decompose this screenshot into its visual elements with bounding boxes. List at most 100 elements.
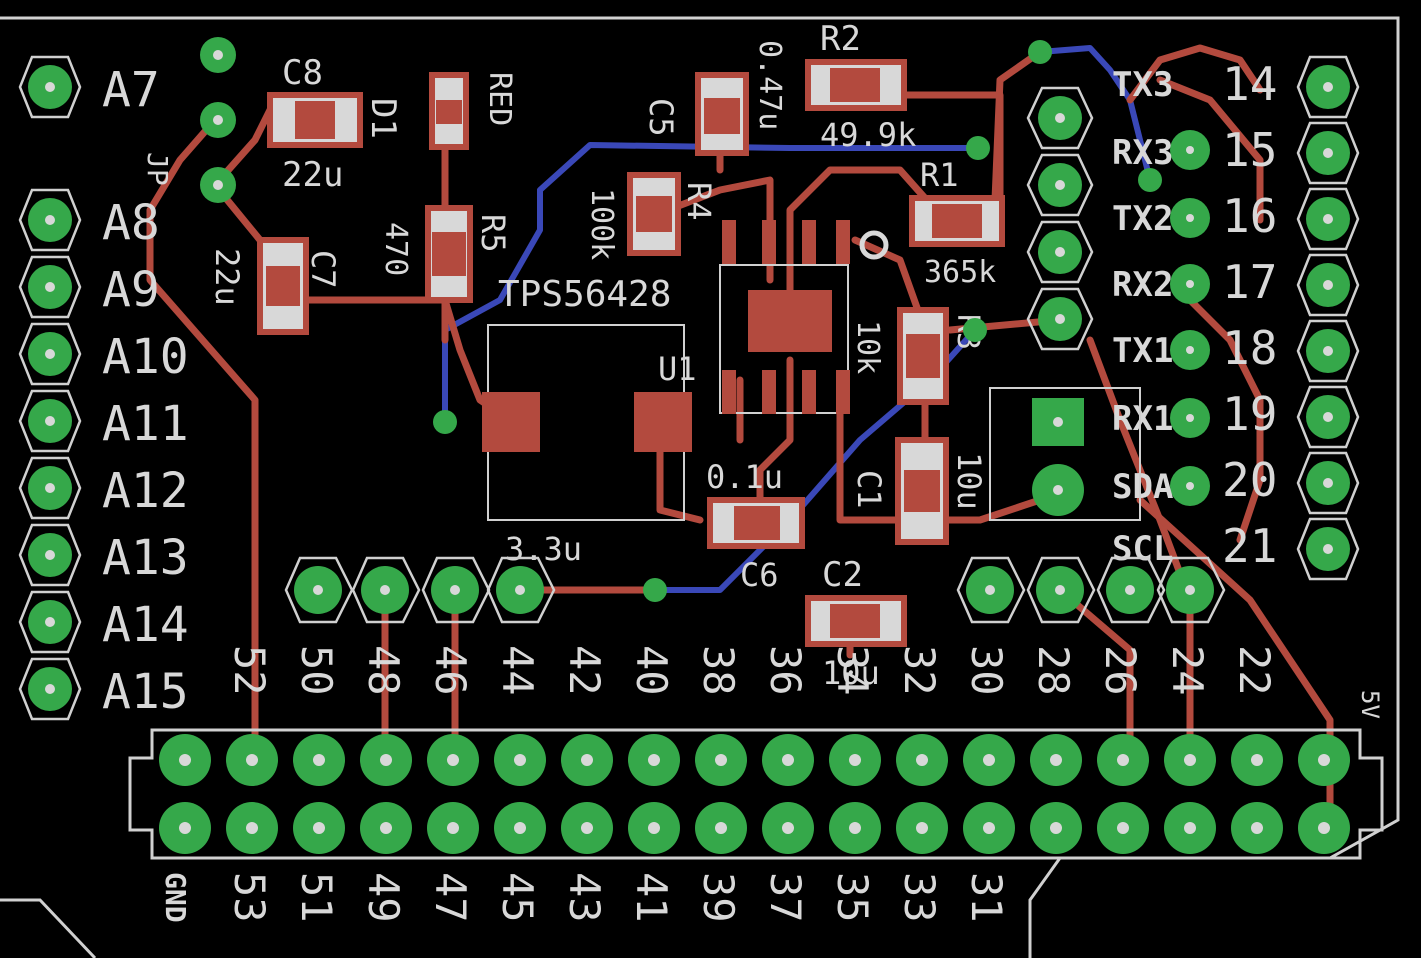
- header-pad-hole: [1050, 822, 1062, 834]
- c2-value: 10u: [822, 654, 880, 692]
- regulator-u1: TPS56428 U1: [498, 220, 889, 414]
- label-49: 49: [359, 872, 408, 923]
- header-pad-hole: [1117, 754, 1129, 766]
- u1-value: TPS56428: [498, 274, 671, 315]
- label-53: 53: [225, 872, 274, 923]
- right-4pin-row: [956, 556, 1226, 624]
- resistor-r5: R5 470: [378, 205, 512, 303]
- label-44: 44: [493, 645, 542, 696]
- header-pad-hole: [1318, 754, 1330, 766]
- c8-ref: C8: [282, 53, 323, 93]
- label-43: 43: [560, 872, 609, 923]
- label-21: 21: [1222, 519, 1277, 573]
- analog-pin-a7: [18, 55, 82, 119]
- header-pad-hole: [380, 822, 392, 834]
- header-pad-hole: [179, 822, 191, 834]
- label-48: 48: [359, 645, 408, 696]
- header-pad-hole: [1117, 822, 1129, 834]
- analog-pin-a13: [18, 523, 82, 587]
- inductor-l1: 3.3u: [482, 324, 692, 568]
- header-pad-hole: [983, 754, 995, 766]
- d1-value: RED: [482, 72, 517, 126]
- header-pad-hole: [581, 754, 593, 766]
- c5-value: 0.47u: [752, 40, 787, 130]
- label-37: 37: [761, 872, 810, 923]
- header-pad-hole: [1318, 822, 1330, 834]
- label-rx3: RX3: [1112, 133, 1173, 173]
- analog-pin-a15: [18, 657, 82, 721]
- analog-header: [18, 55, 82, 721]
- left-4pin-row: [284, 556, 556, 624]
- label-42: 42: [560, 645, 609, 696]
- header-pad-hole: [1184, 754, 1196, 766]
- header-pad-hole: [246, 822, 258, 834]
- capacitor-c5: C5 0.47u: [642, 40, 787, 156]
- header-pad-hole: [514, 822, 526, 834]
- label-33: 33: [895, 872, 944, 923]
- header-pad-hole: [581, 822, 593, 834]
- label-34: 34: [828, 645, 877, 696]
- label-24: 24: [1163, 645, 1212, 696]
- label-rx2: RX2: [1112, 265, 1173, 305]
- top-header-numbers: 52 50 48 46 44 42 40 38 36 34 32 30 28 2…: [225, 645, 1279, 696]
- label-a12: A12: [102, 463, 189, 519]
- c1-value: 10u: [950, 452, 988, 510]
- header-pad-hole: [380, 754, 392, 766]
- header-pad-hole: [849, 754, 861, 766]
- header-pad-hole: [447, 754, 459, 766]
- label-50: 50: [292, 645, 341, 696]
- label-tx3: TX3: [1112, 65, 1173, 105]
- c2-ref: C2: [822, 555, 863, 595]
- capacitor-c2: C2 10u: [805, 555, 907, 692]
- label-52: 52: [225, 645, 274, 696]
- label-scl: SCL: [1112, 529, 1173, 569]
- resistor-r4: R4 100k: [584, 172, 718, 260]
- label-a7: A7: [102, 62, 160, 118]
- label-a8: A8: [102, 195, 160, 251]
- label-20: 20: [1222, 453, 1277, 507]
- analog-pin-a10: [18, 322, 82, 386]
- label-15: 15: [1222, 123, 1277, 177]
- c1-ref: C1: [850, 470, 888, 509]
- label-36: 36: [761, 645, 810, 696]
- label-31: 31: [962, 872, 1011, 923]
- label-35: 35: [828, 872, 877, 923]
- header-pad-hole: [1251, 822, 1263, 834]
- label-22: 22: [1230, 645, 1279, 696]
- label-46: 46: [426, 645, 475, 696]
- resistor-r1: R1 365k: [909, 156, 1005, 290]
- two-pin-connector: [989, 387, 1141, 521]
- label-16: 16: [1222, 189, 1277, 243]
- capacitor-c7: C7 22u: [208, 237, 342, 335]
- r5-ref: R5: [474, 214, 512, 253]
- label-tx2: TX2: [1112, 199, 1173, 239]
- jp-pads: [200, 37, 236, 203]
- header-pad-hole: [313, 822, 325, 834]
- analog-pin-a14: [18, 590, 82, 654]
- c7-value: 22u: [208, 248, 246, 306]
- header-pad-hole: [715, 754, 727, 766]
- analog-pin-a11: [18, 389, 82, 453]
- analog-pin-a8: [18, 188, 82, 252]
- label-sda: SDA: [1112, 467, 1173, 507]
- header-pad-hole: [1251, 754, 1263, 766]
- label-gnd: GND: [159, 872, 192, 923]
- label-rx1: RX1: [1112, 399, 1173, 439]
- label-18: 18: [1222, 321, 1277, 375]
- label-a10: A10: [102, 329, 189, 385]
- header-pad-hole: [983, 822, 995, 834]
- header-pad-hole: [782, 754, 794, 766]
- label-26: 26: [1096, 645, 1145, 696]
- analog-pin-a12: [18, 456, 82, 520]
- label-28: 28: [1029, 645, 1078, 696]
- label-a9: A9: [102, 262, 160, 318]
- header-pad-hole: [246, 754, 258, 766]
- header-pad-hole: [648, 822, 660, 834]
- r5-value: 470: [378, 222, 413, 276]
- bottom-header-numbers: GND 53 51 49 47 45 43 41 39 37 35 33 31: [159, 872, 1011, 923]
- serial-jumper-pads: [1026, 86, 1210, 506]
- header-pad-hole: [715, 822, 727, 834]
- header-pad-hole: [447, 822, 459, 834]
- label-47: 47: [426, 872, 475, 923]
